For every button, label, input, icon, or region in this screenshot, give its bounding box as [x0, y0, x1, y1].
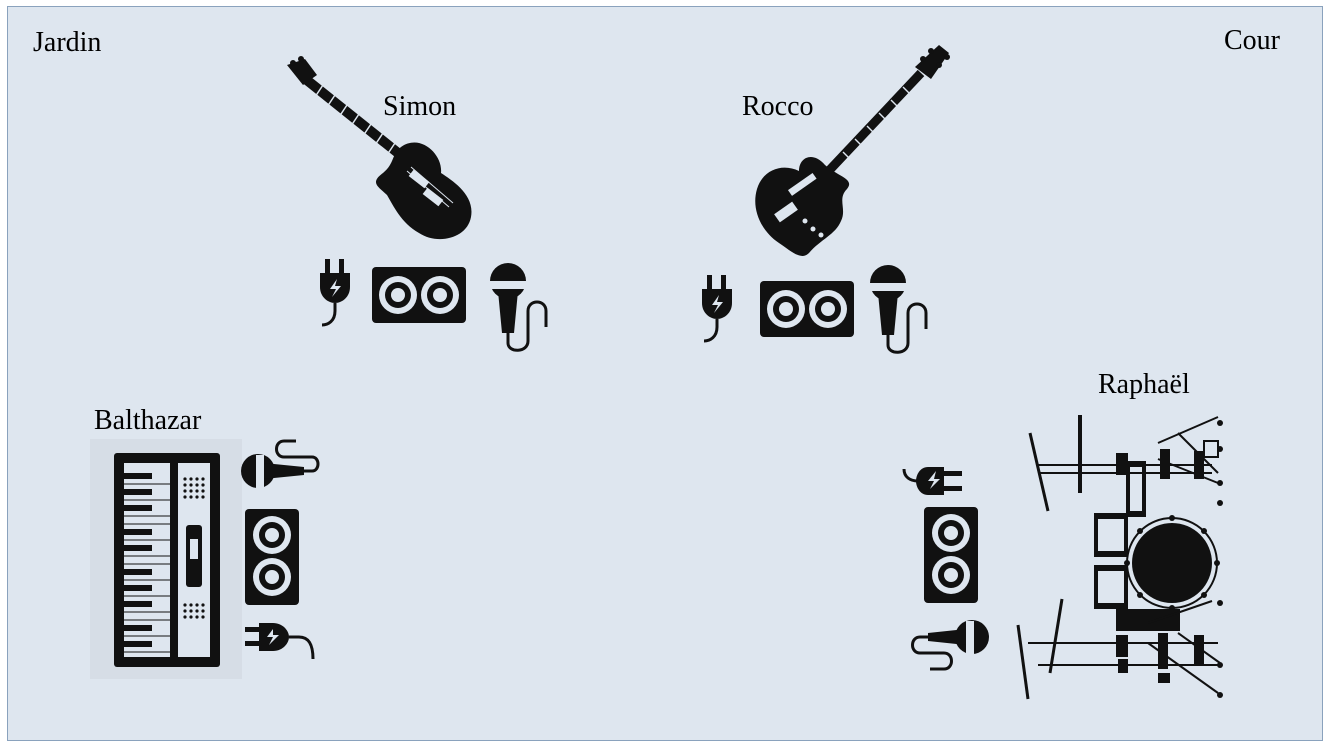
stage-plan: Jardin Cour Simon: [7, 6, 1323, 741]
musician-name-raphael: Raphaël: [1098, 369, 1190, 401]
microphone-icon: [484, 261, 554, 353]
bass-guitar-icon: [743, 39, 953, 259]
speaker-cabinet-icon: [922, 505, 980, 605]
microphone-icon: [864, 263, 934, 355]
power-plug-icon: [316, 257, 356, 329]
speaker-cabinet-icon: [758, 279, 856, 339]
stage-left-label: Jardin: [33, 27, 101, 59]
stage-right-label: Cour: [1224, 25, 1280, 57]
power-plug-icon: [243, 619, 319, 663]
power-plug-icon: [698, 273, 738, 345]
power-plug-icon: [900, 455, 980, 501]
electric-guitar-icon: [283, 55, 483, 245]
microphone-icon: [908, 617, 992, 677]
musician-name-balthazar: Balthazar: [94, 405, 201, 437]
keyboard-icon: [90, 439, 242, 679]
speaker-cabinet-icon: [243, 507, 301, 607]
microphone-icon: [240, 435, 324, 491]
drum-kit-icon: [998, 403, 1228, 703]
speaker-cabinet-icon: [370, 265, 468, 325]
